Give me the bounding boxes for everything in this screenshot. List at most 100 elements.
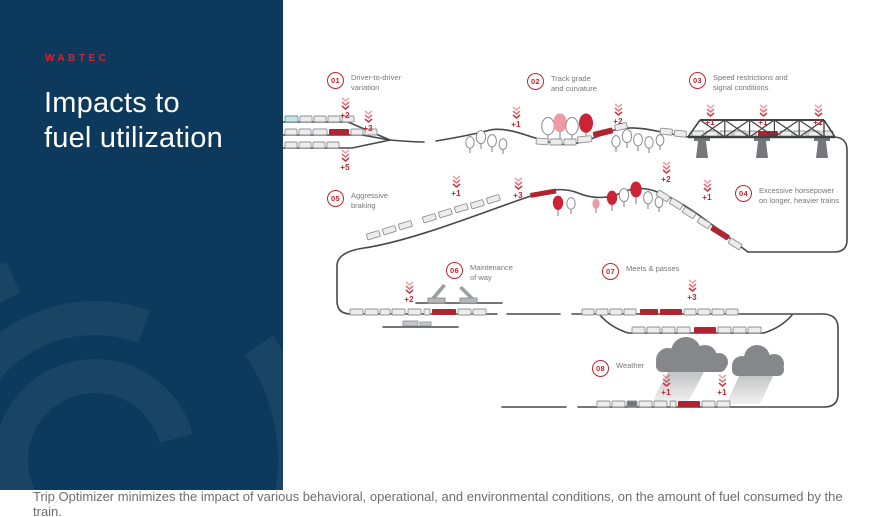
train-car <box>423 308 431 316</box>
fuel-penalty-marker: +3 <box>504 177 532 200</box>
tree-outline-icon <box>475 130 487 149</box>
callout-number-badge: 05 <box>327 190 344 207</box>
tree-red-icon <box>606 190 618 211</box>
fuel-penalty-value: +1 <box>717 388 727 397</box>
train-car <box>646 326 661 334</box>
callout-number-badge: 04 <box>735 185 752 202</box>
fuel-penalty-value: +1 <box>511 120 521 129</box>
train-car <box>391 308 406 316</box>
train-car <box>298 141 312 149</box>
braking-red-bar <box>530 188 557 198</box>
tree-outline-icon <box>618 188 630 207</box>
train-car-red <box>592 127 614 138</box>
fuel-penalty-chevron-icon <box>514 177 522 190</box>
train-car <box>614 122 628 132</box>
train-car <box>697 308 711 316</box>
fuel-penalty-chevron-icon <box>706 104 714 117</box>
train-car <box>659 127 673 136</box>
tree-outline-icon <box>465 136 475 153</box>
train-car <box>631 326 646 334</box>
fuel-penalty-marker: +1 <box>804 104 832 127</box>
callout-number-badge: 03 <box>689 72 706 89</box>
tree-outline-icon <box>643 191 653 209</box>
fuel-penalty-marker: +2 <box>652 161 680 184</box>
train-car <box>407 308 422 316</box>
train-car <box>438 208 453 219</box>
page-title: Impacts to fuel utilization <box>44 87 223 154</box>
fuel-penalty-marker: +1 <box>708 374 736 397</box>
fuel-penalty-chevron-icon <box>405 281 413 294</box>
brand-label: WABTEC <box>45 53 110 64</box>
fuel-penalty-chevron-icon <box>662 374 670 387</box>
train-car <box>379 308 391 316</box>
fuel-penalty-value: +1 <box>705 118 715 127</box>
callout-number-badge: 07 <box>602 263 619 280</box>
callout-number-badge: 01 <box>327 72 344 89</box>
train-car <box>313 115 327 123</box>
fuel-penalty-value: +1 <box>758 118 768 127</box>
train-car-red <box>329 129 349 135</box>
train-car <box>486 194 501 205</box>
train-car <box>350 128 364 136</box>
train-car <box>284 141 298 149</box>
fuel-penalty-chevron-icon <box>703 179 711 192</box>
callout-04: 04 Excessive horsepower on longer, heavie… <box>735 185 839 206</box>
fuel-penalty-marker: +2 <box>331 97 359 120</box>
fuel-penalty-value: +3 <box>687 293 697 302</box>
callout-label: Excessive horsepower on longer, heavier … <box>759 186 840 205</box>
train-car <box>747 326 762 334</box>
train-car <box>563 138 577 146</box>
tree-red-icon <box>553 113 567 140</box>
fuel-penalty-marker: +3 <box>678 279 706 302</box>
train-car <box>711 308 725 316</box>
train-car <box>669 400 677 408</box>
fuel-penalty-value: +1 <box>661 388 671 397</box>
train-car-red <box>660 309 682 315</box>
fuel-penalty-value: +1 <box>451 189 461 198</box>
fuel-penalty-marker: +1 <box>502 106 530 129</box>
tree-outline-icon <box>644 136 654 153</box>
callout-label: Weather <box>616 361 645 370</box>
callout-01: 01 Driver-to-driver variation <box>327 72 401 93</box>
callout-label: Speed restrictions and signal conditions <box>713 73 788 92</box>
truss-bridge-icon <box>687 119 836 139</box>
train-car <box>653 400 668 408</box>
train-car <box>472 308 487 316</box>
train-car <box>398 220 413 231</box>
train-car <box>696 216 712 229</box>
tree-red-icon <box>552 195 564 216</box>
fuel-penalty-value: +2 <box>404 295 414 304</box>
train-car <box>312 128 328 136</box>
train-car <box>609 308 623 316</box>
train-car <box>366 230 381 241</box>
rain-shaft <box>726 374 774 404</box>
fuel-penalty-chevron-icon <box>718 374 726 387</box>
tree-outline-icon <box>611 135 621 152</box>
train-car <box>676 326 691 334</box>
callout-label: Driver-to-driver variation <box>351 73 402 92</box>
train-car <box>284 128 298 136</box>
fuel-penalty-chevron-icon <box>364 110 372 123</box>
callout-number-badge: 02 <box>527 73 544 90</box>
callout-number-badge: 08 <box>592 360 609 377</box>
fuel-penalty-chevron-icon <box>452 175 460 188</box>
tree-outline-icon <box>566 197 576 214</box>
fuel-penalty-chevron-icon <box>688 279 696 292</box>
fuel-penalty-marker: +1 <box>442 175 470 198</box>
train-car <box>454 203 469 214</box>
fuel-penalty-chevron-icon <box>341 97 349 110</box>
train-car <box>298 128 312 136</box>
fuel-penalty-value: +1 <box>702 193 712 202</box>
fuel-penalty-marker: +5 <box>331 149 359 172</box>
fuel-penalty-marker: +1 <box>696 104 724 127</box>
cloud-icon <box>732 345 784 376</box>
train-car <box>341 115 355 123</box>
fuel-penalty-chevron-icon <box>512 106 520 119</box>
train-car <box>549 138 563 146</box>
train-car <box>596 400 611 408</box>
train-car <box>312 141 326 149</box>
bridge-pier <box>694 138 830 158</box>
